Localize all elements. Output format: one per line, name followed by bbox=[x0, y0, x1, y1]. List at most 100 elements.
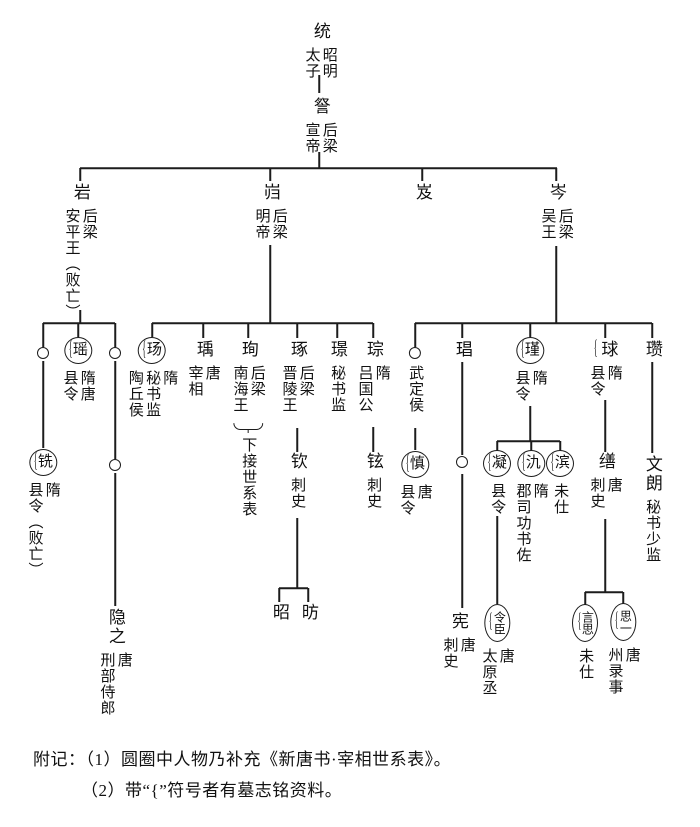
connector-line bbox=[269, 168, 271, 181]
connector-line bbox=[584, 592, 586, 605]
connector-line bbox=[279, 587, 308, 589]
node-unnamed-3 bbox=[109, 459, 121, 471]
node-yansi: { 言思 未仕 bbox=[572, 604, 598, 680]
person-titles: 刺史 bbox=[365, 477, 382, 509]
connector-line bbox=[336, 323, 338, 338]
connector-line bbox=[79, 310, 81, 323]
person-name-row: { 球 bbox=[594, 336, 617, 360]
node-chang: 琩 bbox=[453, 340, 472, 359]
connector-line bbox=[114, 473, 116, 606]
node-xian: 宪 唐 刺史 bbox=[441, 612, 475, 669]
person-titles: 唐 宰相 bbox=[186, 365, 220, 397]
epitaph-brace: { bbox=[550, 450, 555, 474]
supplement-circle: { 铣 bbox=[29, 449, 57, 476]
node-yinzhi: 隐之 唐 刑部侍郎 bbox=[98, 608, 132, 716]
footnote-1-text: （1）圆圈中人物乃补充《新唐书·宰相世系表》。 bbox=[85, 750, 452, 769]
connector-line bbox=[269, 245, 271, 323]
supplement-circle: { 言思 bbox=[572, 604, 598, 642]
node-jing: 璟 秘书监 bbox=[328, 340, 347, 413]
connector-line bbox=[43, 322, 115, 324]
person-titles: 后梁 宣帝 bbox=[303, 122, 337, 154]
connector-line bbox=[152, 322, 373, 324]
epitaph-brace: { bbox=[487, 450, 492, 474]
connector-line bbox=[651, 362, 653, 453]
person-titles: 后梁 南海王 bbox=[231, 365, 265, 413]
epitaph-brace: { bbox=[594, 336, 599, 360]
person-name: 思一 bbox=[618, 610, 633, 634]
node-shen: { 慎 唐 县令 bbox=[398, 451, 432, 516]
node-qin: 钦 刺史 bbox=[287, 452, 307, 509]
person-titles: 未仕 bbox=[552, 483, 569, 515]
person-name: 昉 bbox=[298, 603, 318, 622]
person-titles: 昭明 太子 bbox=[303, 47, 337, 79]
node-yan: 岩 后梁 安平王（败亡） bbox=[63, 183, 97, 320]
node-xi: { 铣 隋 县令（败亡） bbox=[26, 449, 60, 578]
node-cen: 岑 后梁 吴王 bbox=[539, 183, 573, 240]
epitaph-brace: { bbox=[68, 337, 73, 361]
person-titles: 秘书监 bbox=[329, 365, 346, 413]
node-wuding: 武定侯 bbox=[407, 347, 423, 413]
node-siyi: { 思一 唐 州录事 bbox=[606, 603, 640, 695]
connector-line bbox=[604, 400, 606, 452]
footnote-1: 附记：（1）圆圈中人物乃补充《新唐书·宰相世系表》。 bbox=[33, 745, 451, 770]
node-unnamed-2 bbox=[109, 347, 121, 359]
node-fang: 昉 bbox=[298, 603, 318, 622]
footnote-2: （2）带“{”符号者有墓志铭资料。 bbox=[81, 776, 342, 801]
person-titles: 隋 郡司功书佐 bbox=[514, 483, 548, 563]
person-titles: 隋 县令 bbox=[588, 365, 622, 397]
person-titles: 武定侯 bbox=[407, 365, 424, 413]
connector-line bbox=[497, 440, 560, 442]
person-name: 铣 bbox=[37, 454, 53, 470]
person-titles: 后梁 晋陵王 bbox=[280, 365, 314, 413]
person-titles: 唐 刺史 bbox=[441, 637, 475, 669]
connector-line bbox=[529, 406, 531, 441]
connector-line bbox=[461, 362, 463, 455]
unnamed-person-circle bbox=[409, 347, 421, 359]
connector-line bbox=[496, 516, 498, 604]
epitaph-brace: { bbox=[520, 337, 525, 361]
person-titles: 隋唐 县令 bbox=[61, 370, 95, 402]
supplement-circle: { 慎 bbox=[401, 451, 429, 478]
connector-line bbox=[202, 323, 204, 338]
connector-line bbox=[651, 323, 653, 338]
node-tong: 统 昭明 太子 bbox=[303, 22, 337, 79]
footnote-prefix: 附记： bbox=[33, 750, 86, 769]
node-lingchen: { 令臣 唐 太原丞 bbox=[480, 604, 514, 696]
node-yao: { 瑶 隋唐 县令 bbox=[61, 337, 95, 402]
person-titles: 隋 县令（败亡） bbox=[26, 482, 60, 578]
connector-line bbox=[79, 168, 81, 181]
connector-line bbox=[604, 323, 606, 338]
node-cong: 琮 隋 吕国公 bbox=[356, 340, 390, 413]
person-name: 慎 bbox=[409, 456, 425, 472]
node-zhao: 昭 bbox=[270, 603, 289, 622]
connector-line bbox=[604, 519, 606, 592]
person-name: 琮 bbox=[363, 340, 383, 359]
connector-line bbox=[114, 361, 116, 459]
connector-line bbox=[307, 588, 309, 602]
node-wenlang: 文朗 秘书少监 bbox=[643, 455, 662, 563]
person-name: 琢 bbox=[287, 340, 307, 359]
person-name: 瑾 bbox=[524, 342, 540, 358]
connector-line bbox=[496, 441, 498, 451]
connector-line bbox=[296, 518, 298, 588]
person-name: 钦 bbox=[287, 452, 307, 471]
person-titles: 刺史 bbox=[289, 477, 306, 509]
supplement-circle: { 氿 bbox=[517, 450, 545, 477]
node-xun: 珣 后梁 南海王 下接世系表 bbox=[231, 340, 265, 517]
epitaph-brace: { bbox=[142, 337, 147, 361]
connector-line bbox=[278, 588, 280, 602]
node-cha: 詧 后梁 宣帝 bbox=[303, 97, 337, 154]
connector-line bbox=[529, 323, 531, 337]
connector-line bbox=[585, 591, 623, 593]
person-name: 凝 bbox=[491, 455, 507, 471]
connector-line bbox=[530, 441, 532, 451]
person-name: 缮 bbox=[595, 452, 615, 471]
supplement-circle: { 凝 bbox=[483, 450, 511, 477]
connector-line bbox=[114, 323, 116, 347]
person-titles: 未仕 bbox=[577, 648, 594, 680]
person-titles: 后梁 吴王 bbox=[539, 208, 573, 240]
node-kui: 岿 后梁 明帝 bbox=[253, 183, 287, 240]
unnamed-person-circle bbox=[456, 456, 468, 468]
epitaph-brace: { bbox=[489, 610, 493, 634]
